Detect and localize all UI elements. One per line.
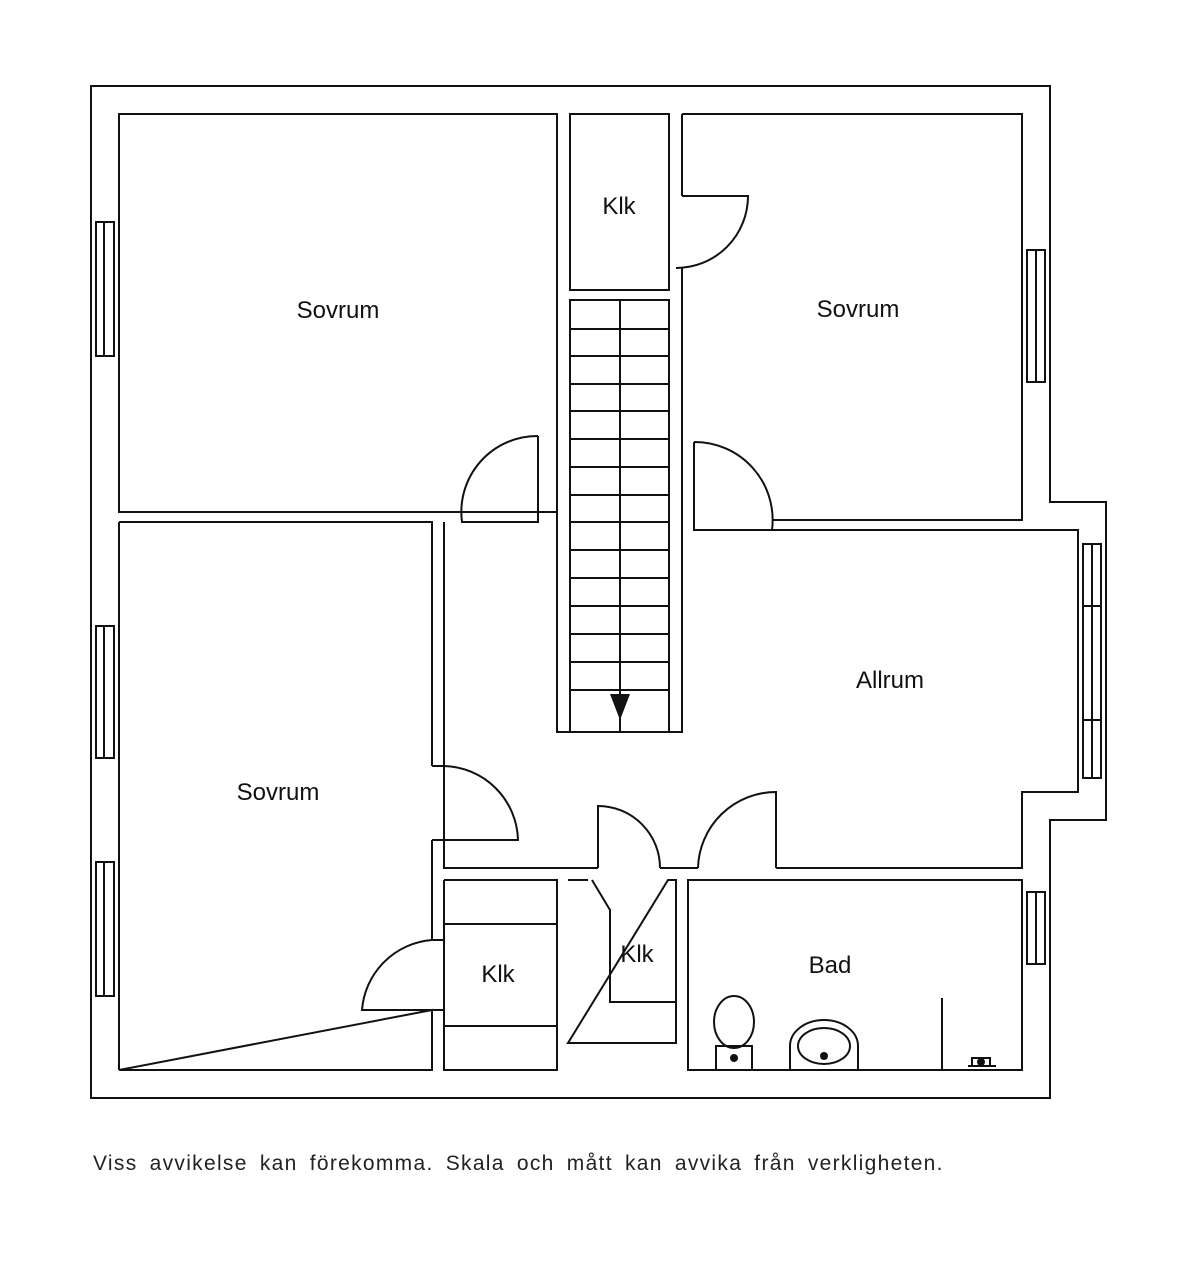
room-label-closet-top: Klk	[602, 193, 636, 220]
windows	[95, 221, 1102, 997]
door-bedroom-bottom-left	[432, 765, 520, 841]
room-label-closet-bottom-left: Klk	[481, 961, 515, 988]
wall-closet-bottom-left	[443, 879, 558, 1071]
sink-icon	[789, 1019, 859, 1071]
room-label-bedroom-top-left: Sovrum	[297, 297, 380, 324]
wall-bathroom	[687, 879, 1023, 1071]
door-closet-bottom-middle	[597, 804, 661, 869]
room-label-bedroom-top-right: Sovrum	[817, 296, 900, 323]
floor-plan: Sovrum Klk Sovrum Allrum Sovrum Klk Klk …	[90, 85, 1107, 1099]
doors	[360, 195, 777, 1011]
wall-bedroom-top-right	[682, 113, 1023, 521]
room-labels: Sovrum Klk Sovrum Allrum Sovrum Klk Klk …	[237, 193, 924, 988]
door-bathroom	[697, 790, 777, 869]
bathroom-fixtures	[713, 995, 996, 1071]
outer-wall-outer-edge	[90, 85, 1107, 1099]
room-label-closet-bottom-middle: Klk	[620, 941, 654, 968]
walls	[90, 85, 1107, 1099]
door-closet-top	[675, 195, 750, 269]
wall-closet-top	[569, 113, 670, 291]
toilet-icon	[713, 995, 755, 1071]
stair-direction-arrow-icon	[610, 694, 630, 720]
room-label-bathroom: Bad	[809, 952, 852, 979]
door-closet-bottom-left	[360, 939, 445, 1011]
wall-bedroom-bottom-left	[119, 521, 433, 766]
stair-treads	[570, 328, 669, 691]
room-label-family-room: Allrum	[856, 667, 924, 694]
wall-closet-bottom-middle	[566, 879, 677, 1044]
door-bedroom-top-left	[460, 434, 539, 523]
faucet-icon	[968, 1057, 996, 1067]
wall-family-room	[772, 529, 1079, 869]
door-bedroom-top-right	[693, 440, 774, 531]
disclaimer-text: Viss avvikelse kan förekomma. Skala och …	[93, 1152, 944, 1175]
room-label-bedroom-bottom-left: Sovrum	[237, 779, 320, 806]
